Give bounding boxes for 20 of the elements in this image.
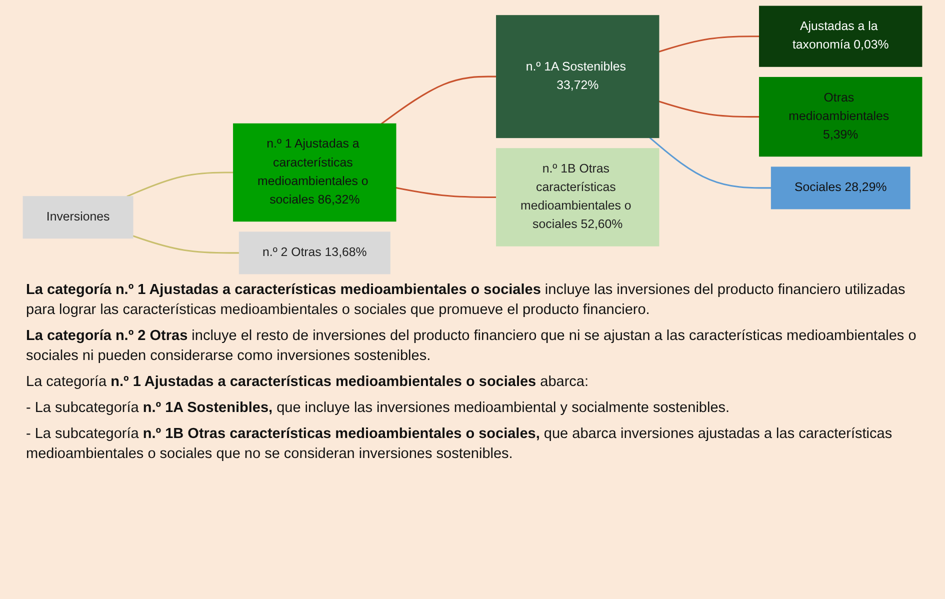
- node-box: n.º 2 Otras 13,68%: [238, 232, 390, 274]
- node-box: n.º 1B Otras características medioambientales o sociales 52,60%: [496, 148, 660, 246]
- node-box: Sociales 28,29%: [770, 166, 910, 210]
- connector: [132, 235, 240, 254]
- node-box: Otras medioambientales 5,39%: [759, 76, 922, 157]
- connector: [658, 100, 760, 118]
- connector: [649, 137, 772, 189]
- node-box: n.º 1 Ajustadas a características medioambientales o sociales 86,32%: [233, 123, 396, 222]
- note-paragraph: La categoría n.º 1 Ajustadas a características medioambientales o sociales abarca:: [26, 373, 590, 392]
- note-paragraph: La categoría n.º 1 Ajustadas a características medioambientales o sociales incluye las inversiones del producto financiero utilizadas para lograr las características medioambientales o sociales que promueve el producto financiero.: [26, 281, 906, 320]
- node-box: Inversiones: [22, 196, 134, 239]
- note-paragraph: - La subcategoría n.º 1A Sostenibles, que incluye las inversiones medioambiental y socialmente sostenibles.: [26, 399, 731, 418]
- node-box: n.º 1A Sostenibles 33,72%: [496, 15, 660, 138]
- note-paragraph: - La subcategoría n.º 1B Otras características medioambientales o sociales, que abarca inversiones ajustadas a las características medioambientales o sociales que no se consideran inversiones sostenibles.: [26, 425, 894, 464]
- connector: [658, 36, 760, 52]
- connector: [396, 187, 496, 198]
- note-paragraph: La categoría n.º 2 Otras incluye el resto de inversiones del producto financiero que ni se ajustan a las características medioambientales o sociales ni pueden considerarse como inversiones sostenibles.: [26, 327, 918, 366]
- connector: [126, 172, 234, 198]
- node-box: Ajustadas a la taxonomía 0,03%: [759, 6, 922, 67]
- connector: [381, 76, 496, 124]
